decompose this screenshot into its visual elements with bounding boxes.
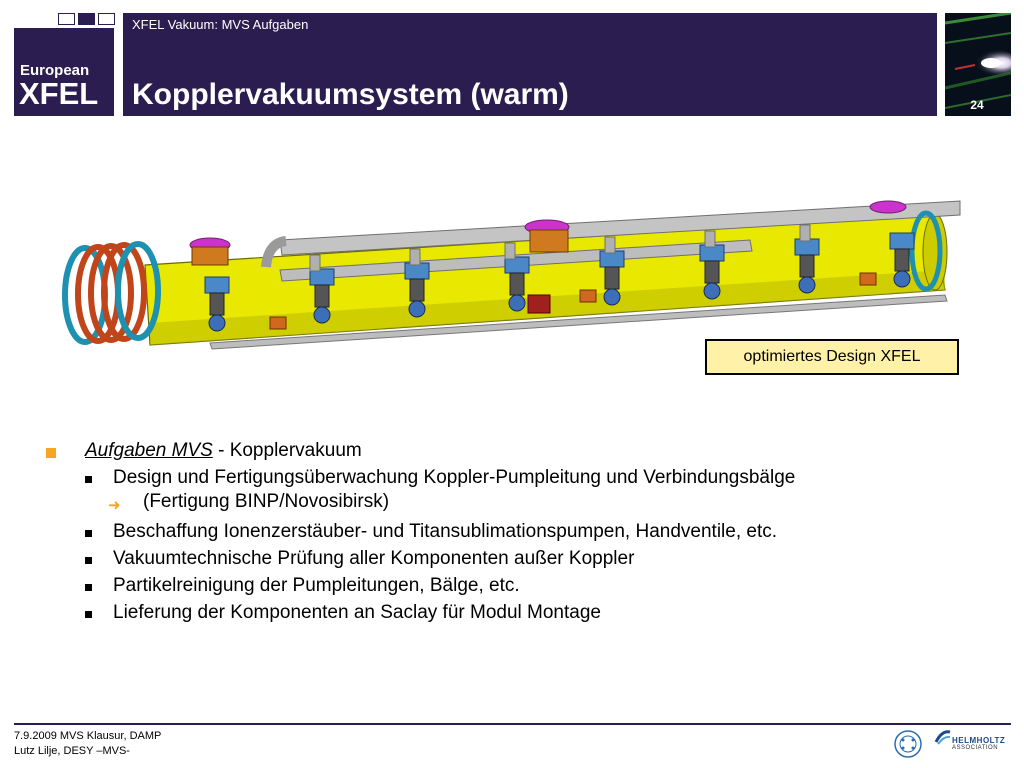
helmholtz-line1: HELMHOLTZ bbox=[952, 736, 1006, 745]
logo-xfel-text: XFEL bbox=[19, 76, 99, 111]
logo-square-3 bbox=[98, 13, 115, 25]
bullet-level1: Aufgaben MVS - Kopplervakuum bbox=[85, 440, 362, 462]
presentation-subtitle: XFEL Vakuum: MVS Aufgaben bbox=[132, 17, 309, 32]
bullet-square-icon bbox=[85, 557, 92, 564]
coupler-vacuum-system-drawing bbox=[62, 200, 961, 350]
desy-logo-icon bbox=[894, 730, 922, 758]
bullet-item: Beschaffung Ionenzerstäuber- und Titansu… bbox=[113, 521, 778, 542]
bullet-item: Lieferung der Komponenten an Saclay für … bbox=[113, 602, 601, 623]
page-number: 24 bbox=[970, 98, 984, 112]
bullet-sub-item: (Fertigung BINP/Novosibirsk) bbox=[143, 491, 390, 512]
footer-author: Lutz Lilje, DESY –MVS- bbox=[14, 745, 130, 757]
bullet-item: Design und Fertigungsüberwachung Koppler… bbox=[113, 467, 796, 488]
footer-date-event: 7.9.2009 MVS Klausur, DAMP bbox=[14, 730, 162, 742]
header-photo bbox=[945, 13, 1011, 116]
helmholtz-logo-icon bbox=[934, 730, 951, 745]
arrow-right-icon: ➜ bbox=[108, 497, 121, 514]
figure-caption: optimiertes Design XFEL bbox=[705, 339, 959, 375]
european-xfel-logo bbox=[14, 28, 114, 116]
bullet-item: Partikelreinigung der Pumpleitungen, Bäl… bbox=[113, 575, 520, 596]
bullet-level1-rest: - Kopplervakuum bbox=[212, 440, 362, 461]
bullet-item: Vakuumtechnische Prüfung aller Komponent… bbox=[113, 548, 635, 569]
slide-title: Kopplervakuumsystem (warm) bbox=[132, 78, 569, 111]
logo-european-text: European bbox=[20, 62, 90, 79]
helmholtz-wordmark: HELMHOLTZ ASSOCIATION bbox=[952, 736, 1005, 751]
helmholtz-line2: ASSOCIATION bbox=[952, 745, 999, 751]
bullet-square-icon bbox=[85, 611, 92, 618]
logo-square-1 bbox=[58, 13, 75, 25]
bullet-level1-underlined: Aufgaben MVS bbox=[85, 440, 213, 461]
header-photo-image bbox=[945, 13, 1011, 116]
title-bar bbox=[123, 13, 937, 116]
bullet-square-icon bbox=[85, 476, 92, 483]
bullet-square-icon bbox=[85, 584, 92, 591]
bullet-square-icon bbox=[85, 530, 92, 537]
logo-square-2 bbox=[78, 13, 95, 25]
bullet-square-icon bbox=[46, 448, 56, 458]
footer-divider bbox=[14, 723, 1011, 725]
